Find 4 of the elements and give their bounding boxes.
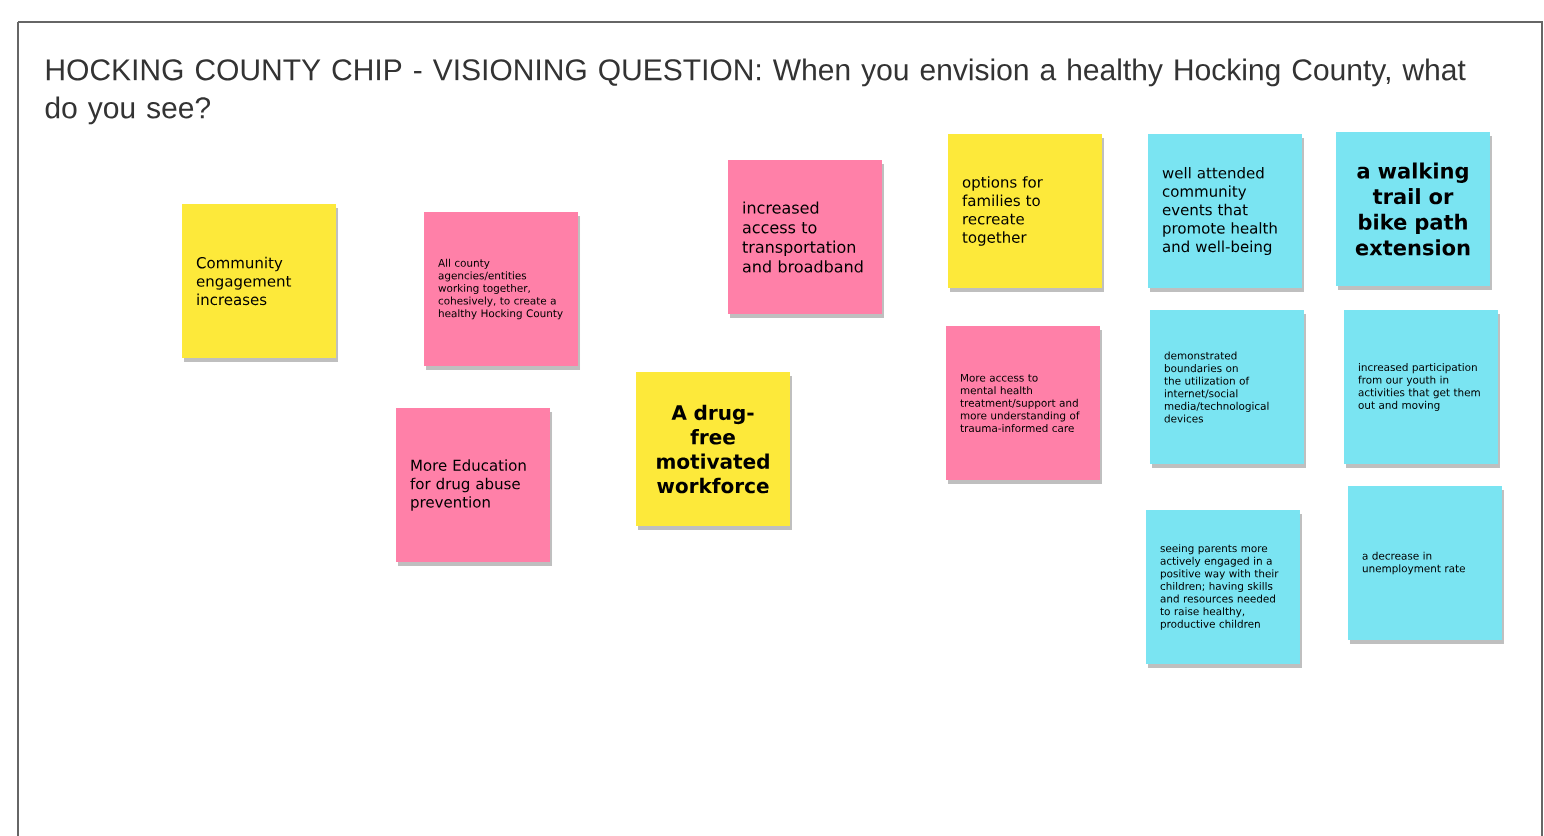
sticky-note: a walking trail or bike path extension xyxy=(1336,132,1490,286)
sticky-note: A drug-free motivated workforce xyxy=(636,372,790,526)
title: HOCKING COUNTY CHIP - VISIONING QUESTION: When you envision a healthy Hocking County, what do you see? xyxy=(45,58,1466,125)
sticky-note: increased access to transportation and broadband xyxy=(728,160,882,314)
